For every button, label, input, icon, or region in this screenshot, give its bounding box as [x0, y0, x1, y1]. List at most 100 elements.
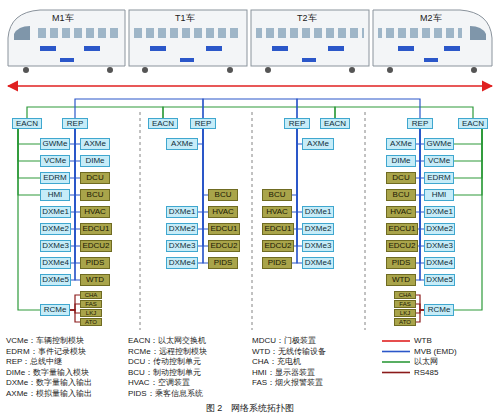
module-box: PIDS: [208, 257, 238, 269]
bus-connector: [70, 310, 80, 322]
module-box: FAS: [80, 300, 102, 308]
module-box: DIMe: [80, 155, 110, 167]
module-label: WTD: [86, 276, 104, 284]
abbreviation-note: FAS：烟火报警装置: [252, 378, 323, 388]
module-label: DXMe4: [169, 259, 196, 267]
module-box: EDCU1: [262, 223, 294, 235]
legend-text: WTB: [414, 336, 432, 346]
module-label: DIMe: [391, 157, 410, 165]
module-label: RCMe: [428, 306, 451, 314]
bus-connector: [198, 129, 203, 144]
legend-line: [382, 372, 410, 374]
bus-connector: [70, 304, 80, 310]
module-box: DXMe4: [302, 257, 334, 269]
module-box: ATO: [80, 318, 102, 326]
module-label: DXMe2: [169, 225, 196, 233]
bus-connector: [198, 129, 203, 229]
abbreviation-note: CHA：充电机: [252, 357, 301, 367]
abbreviation-note: VCMe：车辆控制模块: [6, 336, 84, 346]
window-band: [134, 28, 242, 38]
module-label: HVAC: [212, 208, 234, 216]
legend-line: [382, 361, 410, 363]
module-box: BCU: [208, 189, 238, 201]
bus-connector: [70, 129, 75, 144]
module-label: DXMe4: [426, 259, 453, 267]
module-box: CHA: [394, 291, 416, 299]
legend-text: RS485: [414, 368, 438, 378]
wtb-bus: [8, 85, 492, 87]
bus-connector: [416, 310, 424, 322]
module-label: BCU: [393, 191, 410, 199]
module-box: DXMe4: [166, 257, 198, 269]
module-box: DXMe2: [424, 223, 455, 235]
car-body: [129, 10, 247, 66]
module-box: DXMe1: [302, 206, 334, 218]
module-label: DXMe3: [305, 242, 332, 250]
bus-connector: [335, 107, 473, 118]
module-label: HVAC: [266, 208, 288, 216]
car-name: T1车: [175, 13, 195, 23]
module-label: EDCU1: [264, 225, 291, 233]
module-label: EDCU2: [264, 242, 291, 250]
module-label: DIMe: [85, 157, 104, 165]
abbreviation-note: EACN：以太网交换机: [128, 336, 206, 346]
module-label: DXMe1: [42, 208, 69, 216]
module-box: DXMe3: [302, 240, 334, 252]
equipment-box: [206, 46, 222, 51]
module-box: PIDS: [386, 257, 416, 269]
abbreviation-note: HVAC：空调装置: [128, 378, 190, 388]
module-label: DCU: [392, 174, 409, 182]
bus-connector: [18, 129, 40, 178]
module-box: HVAC: [386, 206, 416, 218]
module-label: HMI: [48, 191, 63, 199]
module-box: EACN: [148, 118, 178, 129]
module-box: DXMe1: [40, 206, 71, 218]
module-label: PIDS: [268, 259, 287, 267]
module-box: DXMe3: [166, 240, 198, 252]
module-label: EDRM: [43, 174, 67, 182]
module-label: DXMe2: [42, 225, 69, 233]
wheel: [265, 67, 271, 73]
window-band: [36, 28, 120, 38]
module-label: BCU: [269, 191, 286, 199]
car-divider: [140, 112, 141, 330]
bus-connector: [198, 129, 203, 212]
module-box: REP: [62, 118, 88, 129]
module-box: BCU: [262, 189, 292, 201]
module-box: DXMe5: [40, 274, 71, 286]
module-label: DXMe1: [305, 208, 332, 216]
module-label: REP: [67, 120, 83, 128]
abbreviation-note: DCU：传动控制单元: [128, 357, 201, 367]
module-label: EACN: [324, 120, 346, 128]
equipment: [40, 46, 460, 62]
bus-connector: [70, 129, 75, 195]
module-box: EDCU2: [208, 240, 240, 252]
equipment-box: [444, 46, 460, 51]
equipment-box: [398, 46, 414, 51]
module-box: AXMe: [386, 138, 416, 150]
module-label: AXMe: [84, 140, 106, 148]
bus-connector: [18, 129, 40, 144]
module-label: REP: [195, 120, 211, 128]
module-label: DXMe4: [42, 259, 69, 267]
module-label: FAS: [85, 301, 96, 307]
module-label: GWMe: [427, 140, 452, 148]
wheel: [107, 67, 113, 73]
bus-connector: [18, 129, 40, 195]
module-box: WTD: [386, 274, 416, 286]
module-box: EDCU1: [80, 223, 112, 235]
module-box: GWMe: [40, 138, 70, 150]
cab-window: [470, 26, 486, 40]
module-box: PIDS: [262, 257, 292, 269]
abbreviation-note: AXMe：模拟量输入输出: [6, 389, 92, 399]
module-label: ATO: [399, 319, 411, 325]
module-box: EDCU1: [208, 223, 240, 235]
module-label: EDCU2: [82, 242, 109, 250]
module-label: EDRM: [427, 174, 451, 182]
module-box: ATO: [394, 318, 416, 326]
abbreviation-note: DXMe：数字量输入输出: [6, 378, 92, 388]
module-box: RCMe: [40, 304, 70, 316]
bus-connector: [454, 129, 482, 310]
module-box: HVAC: [208, 206, 238, 218]
legend-line: [382, 340, 410, 342]
